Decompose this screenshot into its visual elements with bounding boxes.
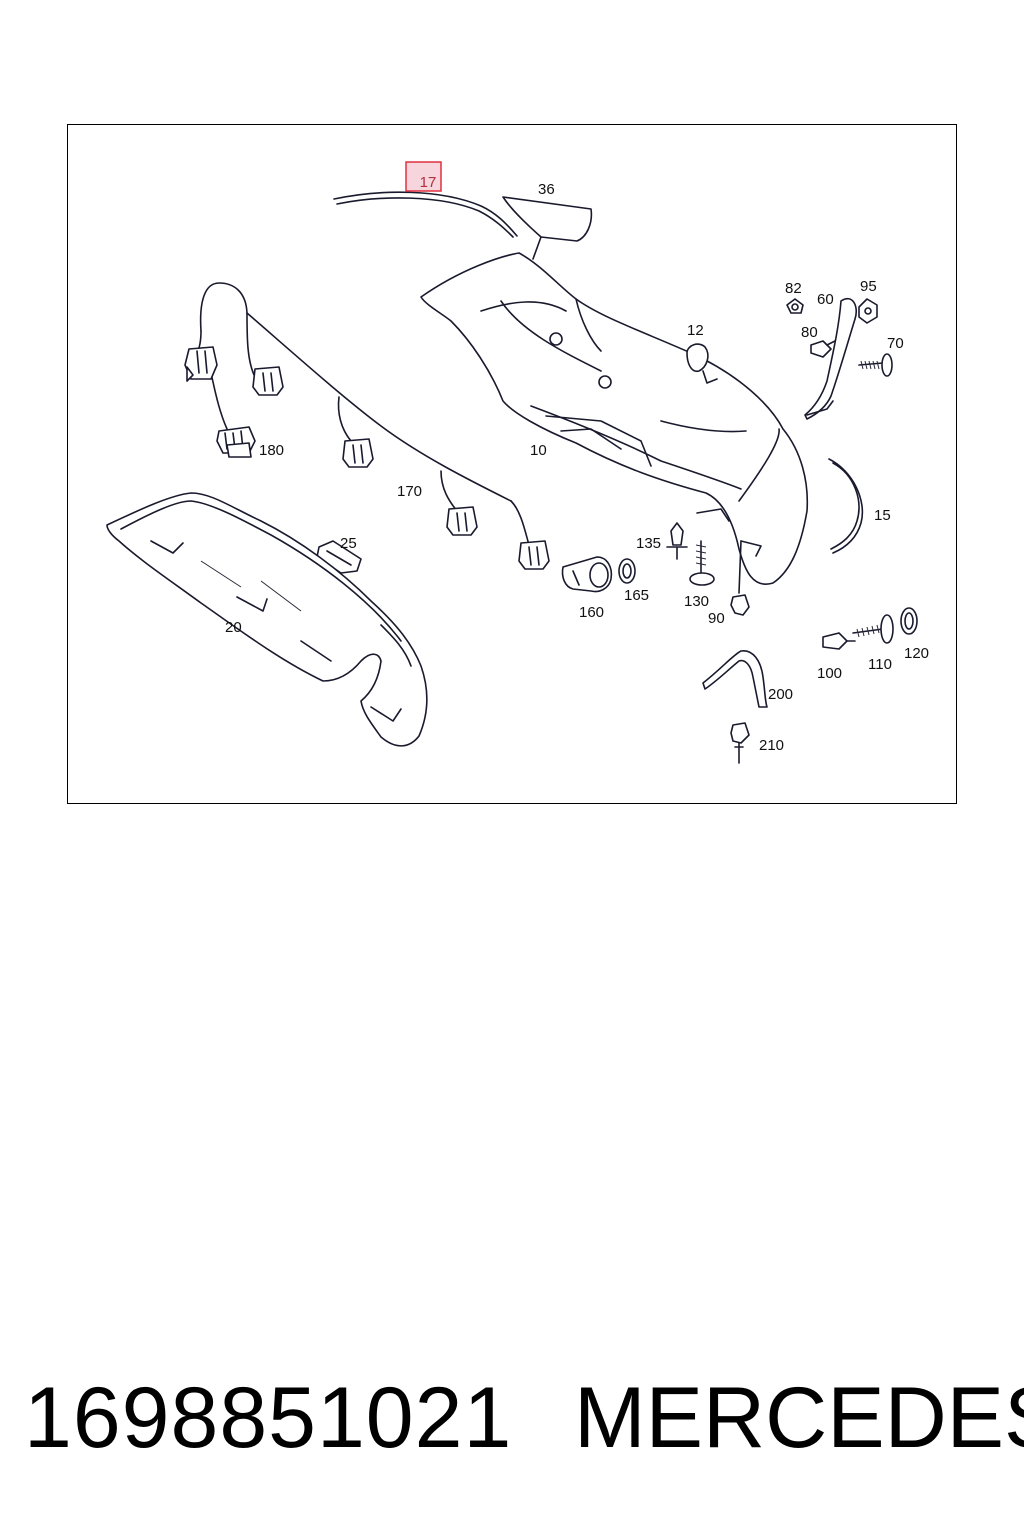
part-130-screw[interactable] (689, 540, 715, 586)
callout-95: 95 (860, 278, 877, 295)
part-36-panel[interactable] (502, 196, 593, 260)
part-160-parking-sensor[interactable] (561, 556, 613, 593)
part-110-screw[interactable] (852, 614, 894, 644)
callout-17: 17 (420, 174, 437, 191)
part-170-connector-1 (184, 346, 218, 382)
callout-12: 12 (687, 322, 704, 339)
callout-120: 120 (904, 645, 929, 662)
callout-17-highlight[interactable]: 17 (405, 161, 442, 192)
parts-diagram-frame: 17 36 82 60 95 80 70 12 10 180 170 15 13… (67, 124, 957, 804)
part-number: 1698851021 (24, 1370, 513, 1466)
callout-200: 200 (768, 686, 793, 703)
part-12-cap[interactable] (686, 343, 718, 384)
callout-170: 170 (397, 483, 422, 500)
callout-110: 110 (868, 656, 892, 673)
parts-diagram: 17 36 82 60 95 80 70 12 10 180 170 15 13… (106, 161, 929, 764)
callout-20: 20 (225, 619, 242, 636)
part-100-push-clip[interactable] (822, 632, 856, 650)
part-170-connector-2 (252, 366, 284, 396)
part-15-trim-strip[interactable] (828, 458, 864, 554)
callout-70: 70 (887, 335, 904, 352)
part-170-connector-5 (518, 540, 550, 570)
callout-90: 90 (708, 610, 725, 627)
callout-10: 10 (530, 442, 547, 459)
footer: 1698851021 MERCEDES (0, 1368, 1024, 1478)
part-180-connector[interactable] (216, 426, 256, 458)
callout-160: 160 (579, 604, 604, 621)
part-70-screw[interactable] (858, 353, 893, 377)
part-17-trim-strip[interactable] (333, 191, 518, 238)
callout-60: 60 (817, 291, 834, 308)
callout-180: 180 (259, 442, 284, 459)
part-60-bracket[interactable] (804, 297, 857, 420)
callout-165: 165 (624, 587, 649, 604)
callout-36: 36 (538, 181, 555, 198)
part-200-bracket[interactable] (702, 650, 768, 708)
callout-15: 15 (874, 507, 891, 524)
callout-130: 130 (684, 593, 709, 610)
part-170-connector-4 (446, 506, 478, 536)
part-170-connector-3 (342, 438, 374, 468)
part-95-nut[interactable] (858, 298, 878, 324)
callout-100: 100 (817, 665, 842, 682)
part-210-pin[interactable] (730, 722, 750, 764)
callout-25: 25 (340, 535, 357, 552)
callout-135: 135 (636, 535, 661, 552)
callout-82: 82 (785, 280, 802, 297)
brand-name: MERCEDES (574, 1370, 1024, 1466)
part-10-bumper-cover[interactable] (420, 252, 809, 585)
callout-80: 80 (801, 324, 818, 341)
part-20-diffuser[interactable] (106, 492, 428, 747)
part-82-nut[interactable] (786, 298, 804, 314)
part-90-clip[interactable] (730, 540, 750, 616)
part-80-clip[interactable] (810, 340, 836, 358)
part-135-clip[interactable] (666, 522, 688, 560)
part-120-grommet[interactable] (900, 607, 918, 635)
callout-210: 210 (759, 737, 784, 754)
part-165-ring[interactable] (618, 558, 636, 584)
